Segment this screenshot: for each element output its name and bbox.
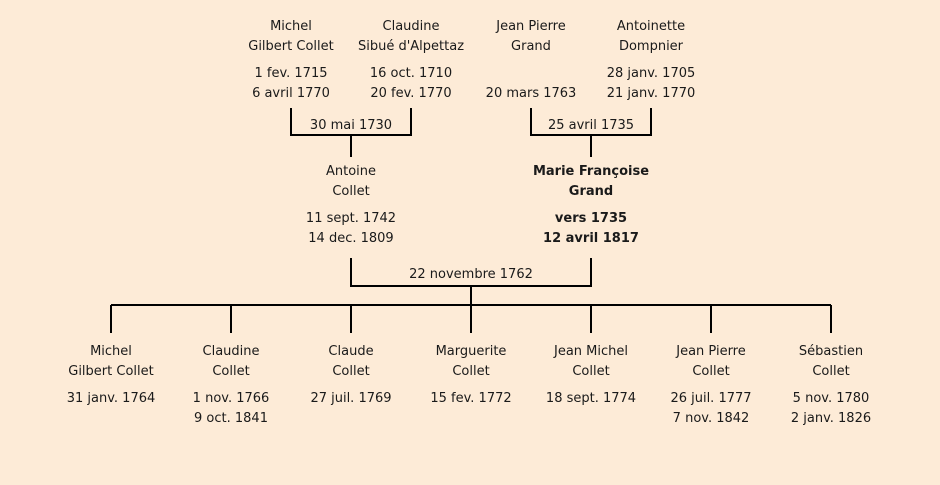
birth-date: 31 janv. 1764	[66, 391, 156, 406]
person-dates: 16 oct. 1710 20 fev. 1770	[336, 64, 486, 104]
person-dates: 11 sept. 1742 14 dec. 1809	[286, 209, 416, 249]
person-child-4: Marguerite Collet 15 fev. 1772	[406, 342, 536, 409]
person-surname: Collet	[212, 364, 250, 379]
person-name: Claude	[328, 344, 374, 359]
death-date: 7 nov. 1842	[672, 411, 750, 426]
person-surname: Collet	[332, 184, 370, 199]
person-maternal-grandfather: Jean Pierre Grand 20 mars 1763	[466, 17, 596, 104]
person-surname: Grand	[568, 184, 614, 199]
person-name: Jean Pierre	[676, 344, 746, 359]
person-dates: 1 nov. 1766 9 oct. 1841	[166, 389, 296, 429]
marriage-date-paternal: 30 mai 1730	[309, 118, 393, 133]
person-name: Marie Françoise	[532, 164, 650, 179]
death-date: 2 janv. 1826	[790, 411, 872, 426]
person-dates: 5 nov. 1780 2 janv. 1826	[766, 389, 896, 429]
person-father: Antoine Collet 11 sept. 1742 14 dec. 180…	[286, 162, 416, 249]
person-surname: Gilbert Collet	[248, 39, 334, 54]
person-dates: 28 janv. 1705 21 janv. 1770	[586, 64, 716, 104]
death-date: 12 avril 1817	[543, 231, 639, 246]
birth-date	[466, 64, 596, 84]
death-date: 9 oct. 1841	[194, 411, 268, 426]
death-date: 21 janv. 1770	[606, 86, 696, 101]
person-dates: 15 fev. 1772	[406, 389, 536, 409]
birth-date: 15 fev. 1772	[430, 391, 512, 406]
marriage-date-parents: 22 novembre 1762	[409, 267, 533, 282]
birth-date: 5 nov. 1780	[792, 391, 870, 406]
marriage-date-maternal: 25 avril 1735	[547, 118, 635, 133]
person-paternal-grandfather: Michel Gilbert Collet 1 fev. 1715 6 avri…	[226, 17, 356, 104]
person-name: Jean Pierre	[496, 19, 566, 34]
person-child-2: Claudine Collet 1 nov. 1766 9 oct. 1841	[166, 342, 296, 429]
person-child-6: Jean Pierre Collet 26 juil. 1777 7 nov. …	[646, 342, 776, 429]
person-surname: Collet	[812, 364, 850, 379]
person-name: Antoinette	[616, 19, 686, 34]
death-date: 14 dec. 1809	[308, 231, 394, 246]
person-surname: Dompnier	[618, 39, 684, 54]
person-child-5: Jean Michel Collet 18 sept. 1774	[526, 342, 656, 409]
person-dates: 20 mars 1763	[466, 64, 596, 104]
death-date: 20 mars 1763	[485, 86, 577, 101]
birth-date: 1 fev. 1715	[254, 66, 328, 81]
person-child-3: Claude Collet 27 juil. 1769	[286, 342, 416, 409]
birth-date: 1 nov. 1766	[192, 391, 270, 406]
person-name: Michel	[90, 344, 132, 359]
birth-date: 16 oct. 1710	[369, 66, 453, 81]
person-dates: vers 1735 12 avril 1817	[526, 209, 656, 249]
person-mother: Marie Françoise Grand vers 1735 12 avril…	[526, 162, 656, 249]
birth-date: 26 juil. 1777	[670, 391, 752, 406]
person-surname: Sibué d'Alpettaz	[357, 39, 465, 54]
person-name: Jean Michel	[554, 344, 628, 359]
birth-date: 27 juil. 1769	[310, 391, 392, 406]
person-name: Antoine	[325, 164, 377, 179]
person-surname: Collet	[572, 364, 610, 379]
person-dates: 1 fev. 1715 6 avril 1770	[226, 64, 356, 104]
person-dates: 27 juil. 1769	[286, 389, 416, 409]
person-paternal-grandmother: Claudine Sibué d'Alpettaz 16 oct. 1710 2…	[336, 17, 486, 104]
birth-date: 11 sept. 1742	[305, 211, 397, 226]
person-surname: Grand	[511, 39, 551, 54]
birth-date: 18 sept. 1774	[545, 391, 637, 406]
person-dates: 31 janv. 1764	[46, 389, 176, 409]
person-name: Claudine	[202, 344, 260, 359]
person-name: Claudine	[382, 19, 440, 34]
person-child-1: Michel Gilbert Collet 31 janv. 1764	[46, 342, 176, 409]
death-date: 20 fev. 1770	[370, 86, 452, 101]
person-dates: 26 juil. 1777 7 nov. 1842	[646, 389, 776, 429]
death-date: 6 avril 1770	[252, 86, 330, 101]
person-child-7: Sébastien Collet 5 nov. 1780 2 janv. 182…	[766, 342, 896, 429]
person-surname: Gilbert Collet	[68, 364, 154, 379]
person-surname: Collet	[452, 364, 490, 379]
person-name: Marguerite	[435, 344, 507, 359]
person-maternal-grandmother: Antoinette Dompnier 28 janv. 1705 21 jan…	[586, 17, 716, 104]
person-surname: Collet	[692, 364, 730, 379]
person-surname: Collet	[332, 364, 370, 379]
person-name: Sébastien	[798, 344, 864, 359]
person-name: Michel	[270, 19, 312, 34]
birth-date: 28 janv. 1705	[606, 66, 696, 81]
birth-date: vers 1735	[554, 211, 628, 226]
person-dates: 18 sept. 1774	[526, 389, 656, 409]
